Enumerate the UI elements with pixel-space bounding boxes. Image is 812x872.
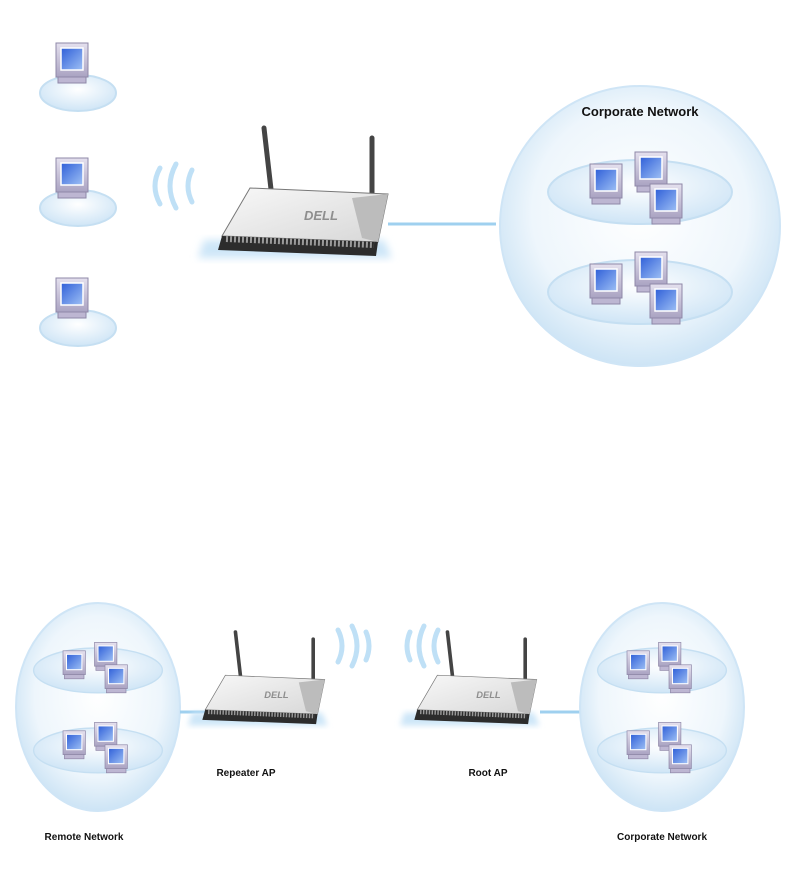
access-point-icon: DELL	[198, 128, 392, 258]
corporate-network-label: Corporate Network	[581, 104, 699, 119]
wireless-signal-icon	[152, 161, 195, 211]
repeater-ap-label: Repeater AP	[216, 768, 275, 779]
network-cloud-icon	[499, 85, 781, 367]
access-point-icon: DELL	[188, 632, 328, 726]
access-point-icon: DELL	[400, 632, 540, 726]
bottom-diagram: Remote Network DELL Repeater AP DELL Roo…	[15, 602, 745, 843]
remote-network-label: Remote Network	[45, 832, 124, 843]
corporate-network-label: Corporate Network	[617, 832, 707, 843]
router-logo: DELL	[304, 208, 338, 223]
router-logo: DELL	[264, 690, 289, 700]
network-cloud-icon	[579, 602, 745, 812]
computer-icon	[39, 42, 117, 112]
root-ap-label: Root AP	[468, 768, 507, 779]
wireless-signal-icon	[335, 623, 441, 669]
computer-icon	[39, 157, 117, 227]
router-logo: DELL	[476, 690, 501, 700]
top-diagram: DELL Corporate Network	[39, 42, 781, 367]
network-cloud-icon	[15, 602, 181, 812]
computer-icon	[39, 277, 117, 347]
